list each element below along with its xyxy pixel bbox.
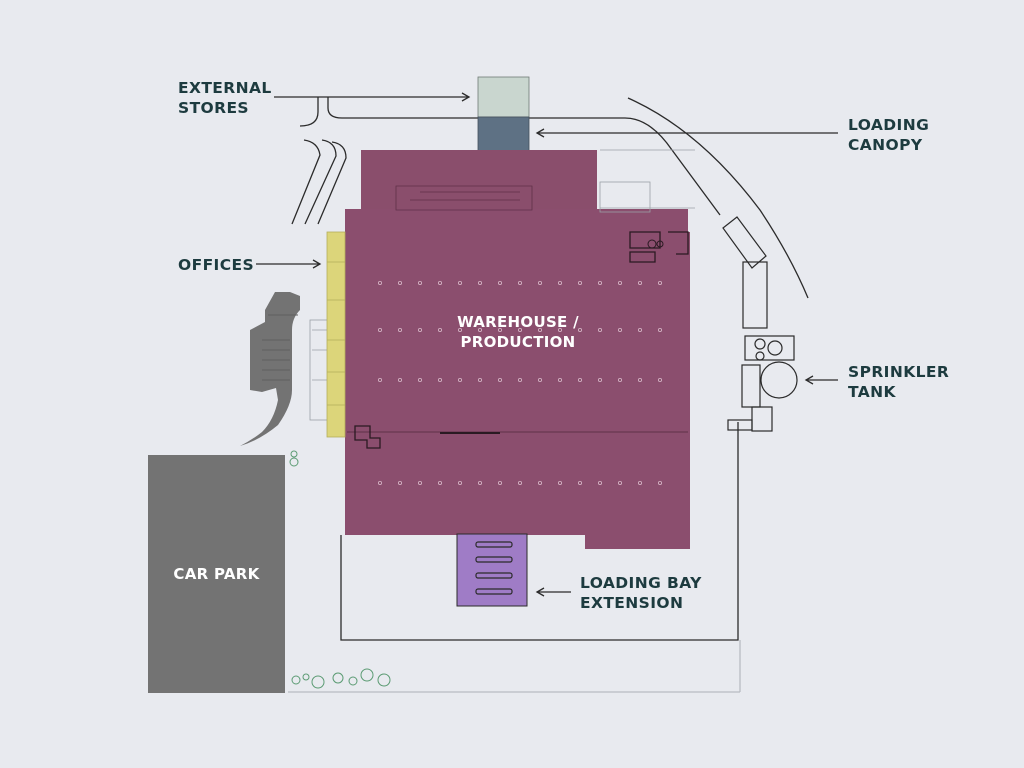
offices xyxy=(326,231,346,438)
column-marker xyxy=(538,480,543,485)
label-car-park: CAR PARK xyxy=(173,565,260,583)
column-marker xyxy=(457,327,462,332)
column-marker xyxy=(477,327,482,332)
column-marker xyxy=(477,280,482,285)
ancillary-drawings xyxy=(309,149,695,421)
column-marker xyxy=(417,327,422,332)
column-marker xyxy=(497,377,502,382)
column-marker xyxy=(638,280,643,285)
column-marker xyxy=(578,327,583,332)
label-sprinkler-tank: SPRINKLER TANK xyxy=(848,363,950,401)
canopy-structures xyxy=(722,216,768,329)
column-marker xyxy=(417,280,422,285)
label-loading-canopy: LOADING CANOPY xyxy=(848,116,930,154)
column-marker xyxy=(658,280,663,285)
column-marker xyxy=(397,280,402,285)
column-marker xyxy=(618,377,623,382)
trees xyxy=(289,450,391,689)
column-marker xyxy=(578,480,583,485)
loading-bay-extension xyxy=(456,533,528,607)
column-marker xyxy=(457,377,462,382)
sprinkler-tank xyxy=(727,335,798,432)
column-marker xyxy=(518,280,523,285)
column-marker xyxy=(497,480,502,485)
label-external-stores: EXTERNAL STORES xyxy=(178,79,272,117)
column-marker xyxy=(497,327,502,332)
site-boundary xyxy=(288,422,741,693)
column-marker xyxy=(658,480,663,485)
loading-canopy xyxy=(477,116,530,152)
column-marker xyxy=(638,377,643,382)
car-park-area xyxy=(148,292,300,693)
label-offices: OFFICES xyxy=(178,256,255,274)
label-arrows xyxy=(256,92,838,597)
column-marker xyxy=(397,327,402,332)
column-marker xyxy=(598,377,603,382)
column-marker xyxy=(457,280,462,285)
column-marker xyxy=(538,327,543,332)
column-marker xyxy=(578,280,583,285)
label-warehouse-production: WAREHOUSE / PRODUCTION xyxy=(457,313,579,351)
column-marker xyxy=(377,280,382,285)
column-marker xyxy=(437,327,442,332)
column-marker xyxy=(397,480,402,485)
column-marker xyxy=(377,377,382,382)
column-marker xyxy=(658,327,663,332)
column-marker xyxy=(437,280,442,285)
column-marker xyxy=(518,327,523,332)
column-marker xyxy=(558,480,563,485)
column-marker xyxy=(578,377,583,382)
column-marker xyxy=(558,327,563,332)
column-marker xyxy=(477,377,482,382)
column-marker xyxy=(518,377,523,382)
column-marker xyxy=(518,480,523,485)
column-marker xyxy=(437,480,442,485)
column-marker xyxy=(417,377,422,382)
column-marker xyxy=(477,480,482,485)
column-marker xyxy=(598,327,603,332)
column-marker xyxy=(618,480,623,485)
column-marker xyxy=(558,377,563,382)
column-marker xyxy=(377,480,382,485)
column-marker xyxy=(437,377,442,382)
column-marker xyxy=(558,280,563,285)
column-marker xyxy=(598,280,603,285)
structural-columns xyxy=(377,280,663,485)
column-marker xyxy=(377,327,382,332)
column-marker xyxy=(598,480,603,485)
column-marker xyxy=(618,280,623,285)
car-park xyxy=(148,455,285,693)
column-marker xyxy=(497,280,502,285)
column-marker xyxy=(397,377,402,382)
column-marker xyxy=(538,280,543,285)
column-marker xyxy=(417,480,422,485)
column-marker xyxy=(618,327,623,332)
column-marker xyxy=(457,480,462,485)
warehouse-building xyxy=(345,150,690,549)
label-loading-bay-extension: LOADING BAY EXTENSION xyxy=(580,574,702,612)
column-marker xyxy=(638,327,643,332)
column-marker xyxy=(658,377,663,382)
column-marker xyxy=(638,480,643,485)
car-park-driveway xyxy=(240,292,300,455)
external-stores xyxy=(477,76,530,118)
column-marker xyxy=(538,377,543,382)
